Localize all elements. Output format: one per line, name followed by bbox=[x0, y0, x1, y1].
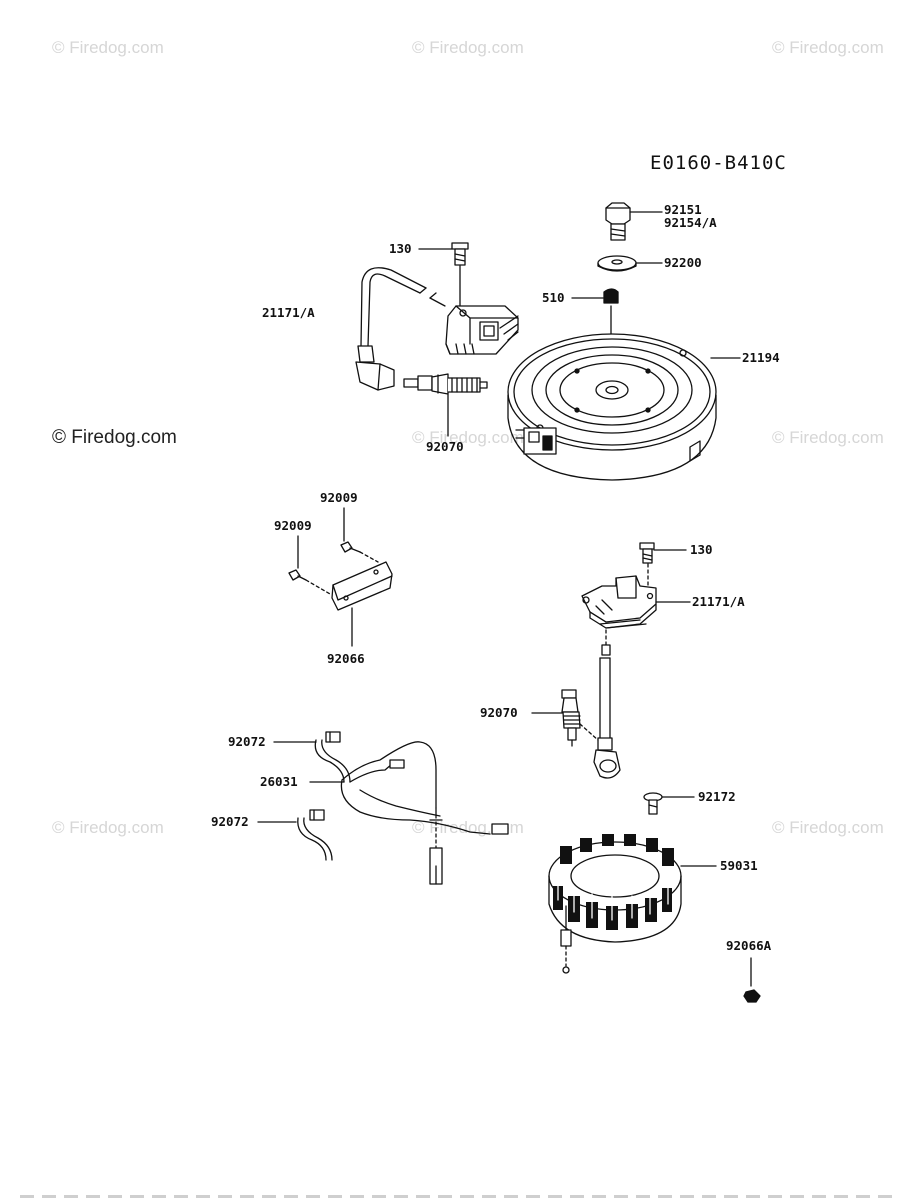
label-92072-b: 92072 bbox=[211, 814, 249, 829]
lead-connector-right bbox=[601, 644, 611, 656]
watermark-low-left: © Firedog.com bbox=[52, 818, 164, 837]
clamp-92072-a-icon bbox=[314, 731, 351, 783]
spark-plug-92070-top-icon bbox=[403, 373, 488, 395]
label-92009-a: 92009 bbox=[320, 490, 358, 505]
flywheel-21194-icon bbox=[507, 333, 717, 481]
ht-lead-top bbox=[367, 273, 421, 347]
label-21171a-top: 21171/A bbox=[262, 305, 315, 320]
watermark-mid-right: © Firedog.com bbox=[772, 428, 884, 447]
wire-harness-26031-icon bbox=[340, 741, 509, 885]
label-21194: 21194 bbox=[742, 350, 780, 365]
label-92172: 92172 bbox=[698, 789, 736, 804]
ignition-coil-21171a-top-icon bbox=[445, 305, 519, 355]
diagram-code: E0160-B410C bbox=[650, 152, 787, 174]
label-92154a: 92154/A bbox=[664, 215, 717, 230]
label-21171a-right: 21171/A bbox=[692, 594, 745, 609]
bolt-130-right-icon bbox=[639, 542, 655, 564]
bolt-130-top-icon bbox=[451, 242, 469, 266]
bolt-92172-icon bbox=[643, 792, 663, 815]
watermark-mid-center: © Firedog.com bbox=[412, 428, 524, 447]
screw-92009-b-icon bbox=[288, 569, 307, 581]
label-130-top: 130 bbox=[389, 241, 412, 256]
stator-59031-icon bbox=[548, 834, 682, 943]
key-510-icon bbox=[603, 288, 619, 304]
watermark-top-right: © Firedog.com bbox=[772, 38, 884, 57]
watermark-top-center: © Firedog.com bbox=[412, 38, 524, 57]
label-92151: 92151 bbox=[664, 202, 702, 217]
ignition-coil-21171a-right-icon bbox=[581, 575, 657, 629]
clamp-92072-b-icon bbox=[297, 809, 333, 861]
ht-lead-top-outer bbox=[360, 267, 427, 347]
label-92070-top: 92070 bbox=[426, 439, 464, 454]
label-92066a: 92066A bbox=[726, 938, 772, 953]
cover-plate-92066-icon bbox=[331, 561, 393, 611]
label-26031: 26031 bbox=[260, 774, 298, 789]
stator-lead-connector bbox=[560, 929, 572, 947]
label-92009-b: 92009 bbox=[274, 518, 312, 533]
plug-cap-right-icon bbox=[593, 737, 621, 779]
plug-cap-top-icon bbox=[355, 345, 395, 391]
washer-92200-icon bbox=[597, 255, 637, 272]
bolt-92151-icon bbox=[605, 202, 631, 241]
label-92200: 92200 bbox=[664, 255, 702, 270]
label-92066: 92066 bbox=[327, 651, 365, 666]
screw-92009-a-icon bbox=[340, 541, 361, 553]
spark-plug-92070-mid-icon bbox=[561, 689, 581, 747]
watermark-top-left: © Firedog.com bbox=[52, 38, 164, 57]
label-510: 510 bbox=[542, 290, 565, 305]
label-130-right: 130 bbox=[690, 542, 713, 557]
label-92070-mid: 92070 bbox=[480, 705, 518, 720]
watermark-mid-left: © Firedog.com bbox=[52, 427, 177, 448]
nut-92066a-icon bbox=[743, 989, 761, 1003]
watermark-low-right: © Firedog.com bbox=[772, 818, 884, 837]
page-bottom-rule bbox=[20, 1195, 897, 1198]
label-92072-a: 92072 bbox=[228, 734, 266, 749]
label-59031: 59031 bbox=[720, 858, 758, 873]
